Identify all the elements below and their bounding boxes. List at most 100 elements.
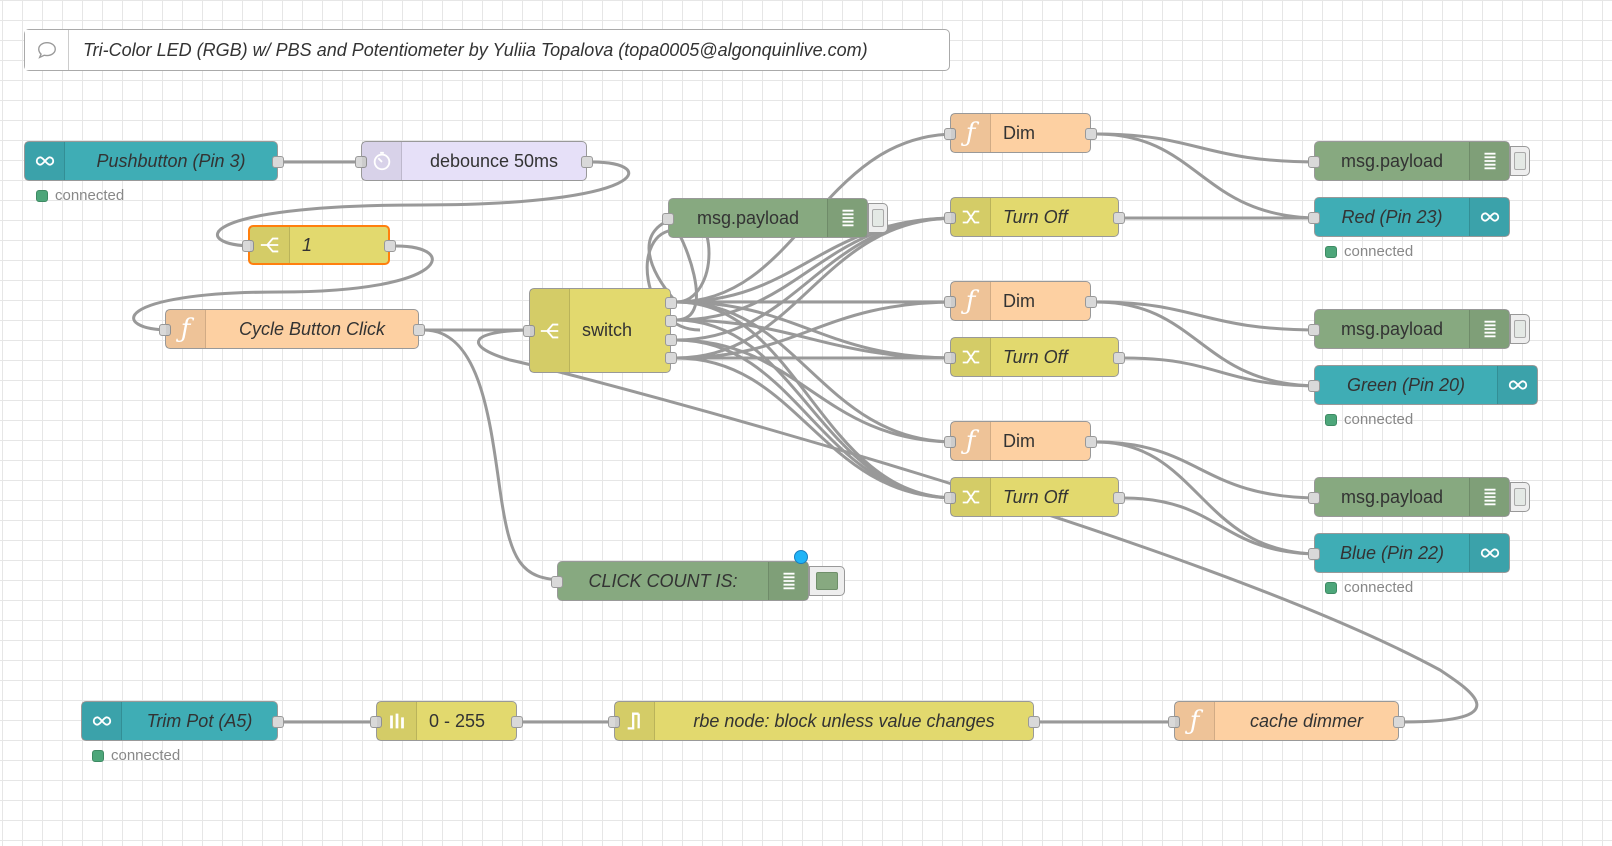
input-port[interactable] bbox=[944, 212, 956, 224]
debug-node-green[interactable]: msg.payload bbox=[1308, 309, 1510, 349]
output-port[interactable] bbox=[1393, 716, 1405, 728]
input-port[interactable] bbox=[523, 325, 535, 337]
arduino-in-node-trimpot[interactable]: Trim Pot (A5) bbox=[81, 701, 284, 741]
output-port[interactable] bbox=[413, 324, 425, 336]
output-port[interactable] bbox=[272, 716, 284, 728]
function-node-cycle-button-click[interactable]: ƒ Cycle Button Click bbox=[159, 309, 425, 349]
input-port[interactable] bbox=[944, 128, 956, 140]
output-port-3[interactable] bbox=[665, 334, 677, 346]
wire bbox=[675, 318, 957, 360]
change-node-turn-off-red[interactable]: Turn Off bbox=[944, 197, 1125, 237]
node-label: Dim bbox=[1003, 290, 1035, 311]
delay-node-debounce[interactable]: debounce 50ms bbox=[355, 141, 593, 181]
arduino-in-node-pushbutton[interactable]: Pushbutton (Pin 3) bbox=[24, 141, 284, 181]
node-label: Green (Pin 20) bbox=[1346, 374, 1466, 395]
function-node-dim-red[interactable]: ƒ Dim bbox=[944, 113, 1097, 153]
status-dot bbox=[1325, 581, 1337, 594]
output-port[interactable] bbox=[272, 156, 284, 168]
debug-toggle-button[interactable] bbox=[809, 566, 845, 596]
arduino-out-node-green[interactable]: Green (Pin 20) bbox=[1308, 365, 1538, 405]
input-port[interactable] bbox=[944, 296, 956, 308]
input-port[interactable] bbox=[355, 156, 367, 168]
debug-toggle-button[interactable] bbox=[1510, 482, 1530, 512]
input-port[interactable] bbox=[944, 352, 956, 364]
output-port[interactable] bbox=[384, 240, 396, 252]
function-icon: ƒ bbox=[951, 282, 991, 320]
arduino-icon bbox=[1469, 534, 1509, 572]
comment-node[interactable]: Tri-Color LED (RGB) w/ PBS and Potentiom… bbox=[24, 29, 950, 71]
status-dot bbox=[1325, 245, 1337, 258]
input-port[interactable] bbox=[944, 436, 956, 448]
change-node-turn-off-green[interactable]: Turn Off bbox=[944, 337, 1125, 377]
output-port[interactable] bbox=[1085, 128, 1097, 140]
node-label: Turn Off bbox=[1003, 206, 1068, 227]
arduino-icon bbox=[25, 142, 65, 180]
arduino-icon bbox=[82, 702, 122, 740]
rbe-node[interactable]: rbe node: block unless value changes bbox=[608, 701, 1040, 741]
node-label: switch bbox=[582, 320, 633, 340]
node-label: CLICK COUNT IS: bbox=[588, 570, 738, 591]
range-node[interactable]: 0 - 255 bbox=[370, 701, 523, 741]
switch-node[interactable]: switch bbox=[523, 288, 677, 373]
function-node-dim-blue[interactable]: ƒ Dim bbox=[944, 421, 1097, 461]
input-port[interactable] bbox=[242, 240, 254, 252]
timer-icon bbox=[362, 142, 402, 180]
wire bbox=[675, 338, 957, 444]
arduino-out-node-blue[interactable]: Blue (Pin 22) bbox=[1308, 533, 1510, 573]
debug-toggle-button[interactable] bbox=[1510, 146, 1530, 176]
status-connected: connected bbox=[36, 187, 124, 204]
input-port[interactable] bbox=[1168, 716, 1180, 728]
node-label: msg.payload bbox=[696, 207, 800, 228]
input-port[interactable] bbox=[1308, 212, 1320, 224]
output-port[interactable] bbox=[1113, 212, 1125, 224]
output-port[interactable] bbox=[1113, 352, 1125, 364]
debug-node-red[interactable]: msg.payload bbox=[1308, 141, 1510, 181]
output-port-1[interactable] bbox=[665, 297, 677, 309]
input-port[interactable] bbox=[662, 213, 674, 225]
input-port[interactable] bbox=[1308, 492, 1320, 504]
node-label: debounce 50ms bbox=[429, 150, 559, 171]
input-port[interactable] bbox=[608, 716, 620, 728]
debug-icon bbox=[827, 199, 867, 237]
status-dot bbox=[36, 189, 48, 202]
wire bbox=[1095, 300, 1321, 332]
wire bbox=[1095, 132, 1321, 220]
function-node-cache-dimmer[interactable]: ƒ cache dimmer bbox=[1168, 701, 1405, 741]
debug-toggle-button[interactable] bbox=[868, 203, 888, 233]
wire bbox=[1095, 300, 1321, 388]
input-port[interactable] bbox=[1308, 156, 1320, 168]
input-port[interactable] bbox=[370, 716, 382, 728]
wire bbox=[1095, 440, 1321, 500]
input-port[interactable] bbox=[1308, 380, 1320, 392]
debug-node-click-count[interactable]: CLICK COUNT IS: bbox=[551, 561, 809, 601]
arduino-icon bbox=[1469, 198, 1509, 236]
input-port[interactable] bbox=[159, 324, 171, 336]
output-port[interactable] bbox=[1085, 436, 1097, 448]
wire bbox=[1095, 132, 1321, 164]
function-icon: ƒ bbox=[951, 422, 991, 460]
debug-node-blue[interactable]: msg.payload bbox=[1308, 477, 1510, 517]
arduino-icon bbox=[1497, 366, 1537, 404]
input-port[interactable] bbox=[1308, 324, 1320, 336]
switch-node-1[interactable]: 1 bbox=[242, 225, 396, 265]
output-port[interactable] bbox=[511, 716, 523, 728]
arduino-out-node-red[interactable]: Red (Pin 23) bbox=[1308, 197, 1510, 237]
output-port[interactable] bbox=[1085, 296, 1097, 308]
output-port[interactable] bbox=[1113, 492, 1125, 504]
input-port[interactable] bbox=[1308, 548, 1320, 560]
output-port-4[interactable] bbox=[665, 352, 677, 364]
output-port[interactable] bbox=[581, 156, 593, 168]
change-node-turn-off-blue[interactable]: Turn Off bbox=[944, 477, 1125, 517]
change-icon bbox=[951, 338, 991, 376]
input-port[interactable] bbox=[551, 576, 563, 588]
status-dot bbox=[1325, 413, 1337, 426]
debug-toggle-button[interactable] bbox=[1510, 314, 1530, 344]
output-port-2[interactable] bbox=[665, 315, 677, 327]
debug-node-mid[interactable]: msg.payload bbox=[662, 198, 868, 238]
change-icon bbox=[951, 478, 991, 516]
output-port[interactable] bbox=[1028, 716, 1040, 728]
input-port[interactable] bbox=[944, 492, 956, 504]
function-node-dim-green[interactable]: ƒ Dim bbox=[944, 281, 1097, 321]
node-label: Dim bbox=[1003, 430, 1035, 451]
